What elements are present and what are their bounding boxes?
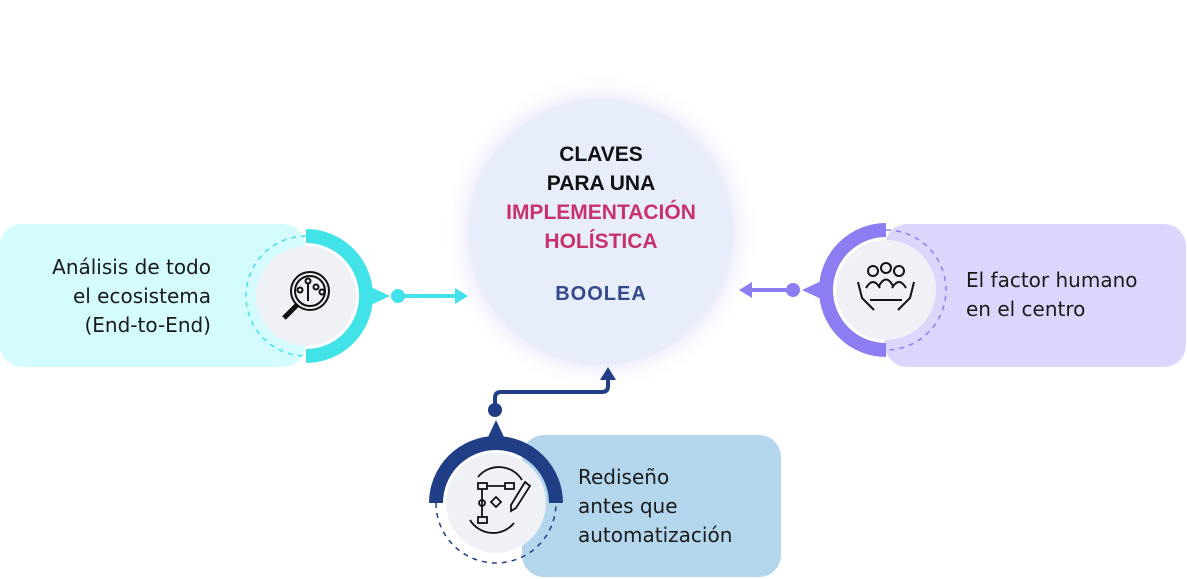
card-left-line: (End-to-End) [84,313,211,337]
card-bottom-line: Rediseño [578,465,670,489]
right-icon-circle [836,240,936,340]
right-arrowhead [739,282,752,298]
card-right-line: en el centro [966,297,1086,321]
bottom-dashed-arc [435,502,557,564]
card-right-bg [885,224,1186,367]
left-pointer [360,282,390,310]
card-bottom-line: automatización [578,523,733,547]
boolea-logo: BOOLEA [555,283,647,305]
card-left-bg [0,224,305,367]
card-left-line: el ecosistema [72,284,211,308]
center-title: CLAVES PARA UNA IMPLEMENTACIÓN HOLÍSTICA [470,140,732,256]
card-bottom-bg [522,435,781,577]
right-pointer [802,276,832,304]
left-arrowhead [455,288,468,304]
left-icon-circle [256,246,356,346]
card-right-line: El factor humano [966,268,1138,292]
right-dashed-arc [885,229,947,351]
magnifier-circuit-icon [282,271,330,320]
card-left-line: Análisis de todo [52,255,211,279]
flowchart-pen-icon [469,466,532,534]
title-line-2: PARA UNA [546,172,656,195]
bottom-connector [493,378,610,410]
title-line-4: HOLÍSTICA [544,230,658,253]
title-line-1: CLAVES [559,143,643,166]
card-left-text: Análisis de todo el ecosistema (End-to-E… [26,253,211,340]
people-in-hands-icon [857,262,915,311]
left-dashed-arc [245,235,307,357]
title-line-3: IMPLEMENTACIÓN [506,201,696,224]
card-bottom-line: antes que [578,494,678,518]
bottom-arrowhead [600,367,616,380]
card-bottom-text: Rediseño antes que automatización [578,463,732,550]
center-circle [468,99,734,365]
card-right-text: El factor humano en el centro [966,266,1138,324]
bottom-pointer [482,420,510,450]
